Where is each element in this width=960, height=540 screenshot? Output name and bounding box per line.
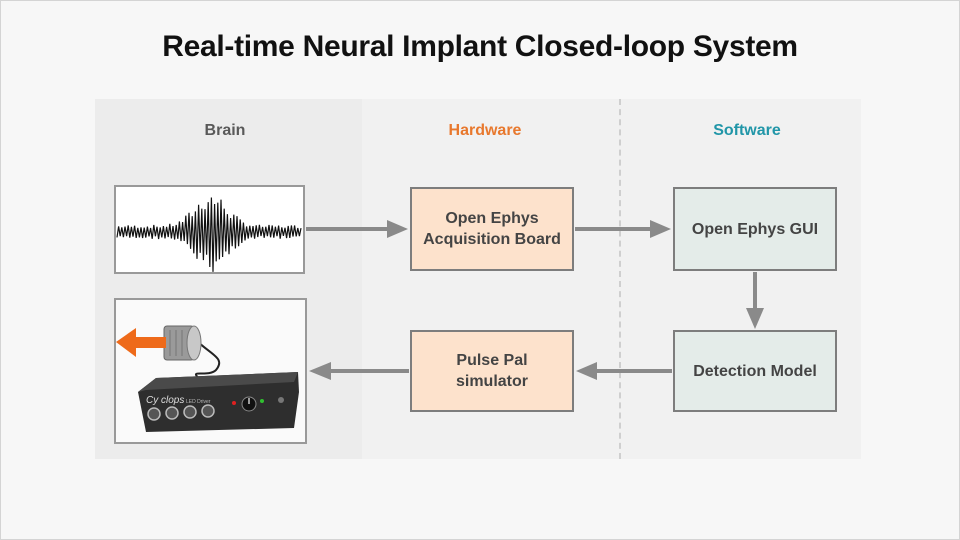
arrow-gui-to-detection <box>746 272 764 329</box>
pulse-pal-line2: simulator <box>455 373 528 390</box>
column-label-brain: Brain <box>204 122 246 139</box>
led-driver-image: Cy clops LED Driver <box>114 298 307 444</box>
column-label-software: Software <box>713 122 781 139</box>
device-subtitle-label: LED Driver <box>186 399 211 405</box>
pulse-pal-line1: Pulse Pal <box>456 352 528 369</box>
column-label-hardware: Hardware <box>448 122 522 139</box>
acquisition-board-line1: Open Ephys <box>445 210 539 227</box>
acquisition-board-line2: Acquisition Board <box>423 231 561 248</box>
device-brand-label: Cy clops <box>146 395 184 406</box>
led-driver-graphic: Cy clops LED Driver <box>116 325 299 432</box>
neural-signal-image <box>114 185 305 274</box>
open-ephys-gui-label: Open Ephys GUI <box>691 220 819 238</box>
open-ephys-gui-box: Open Ephys GUI <box>673 187 837 271</box>
arrow-pulse-pal-to-led-driver <box>309 362 409 380</box>
light-output-arrow-icon <box>116 328 166 357</box>
arrow-acquisition-to-gui <box>575 220 671 238</box>
waveform-graphic <box>116 197 302 272</box>
detection-model-label: Detection Model <box>693 362 817 380</box>
arrow-detection-to-pulse-pal <box>576 362 672 380</box>
pulse-pal-box: Pulse Pal simulator <box>410 330 574 412</box>
detection-model-box: Detection Model <box>673 330 837 412</box>
page-title: Real-time Neural Implant Closed-loop Sys… <box>162 30 798 63</box>
hardware-software-divider <box>619 99 621 459</box>
arrow-signal-to-acquisition <box>306 220 408 238</box>
acquisition-board-box: Open Ephys Acquisition Board <box>410 187 574 271</box>
